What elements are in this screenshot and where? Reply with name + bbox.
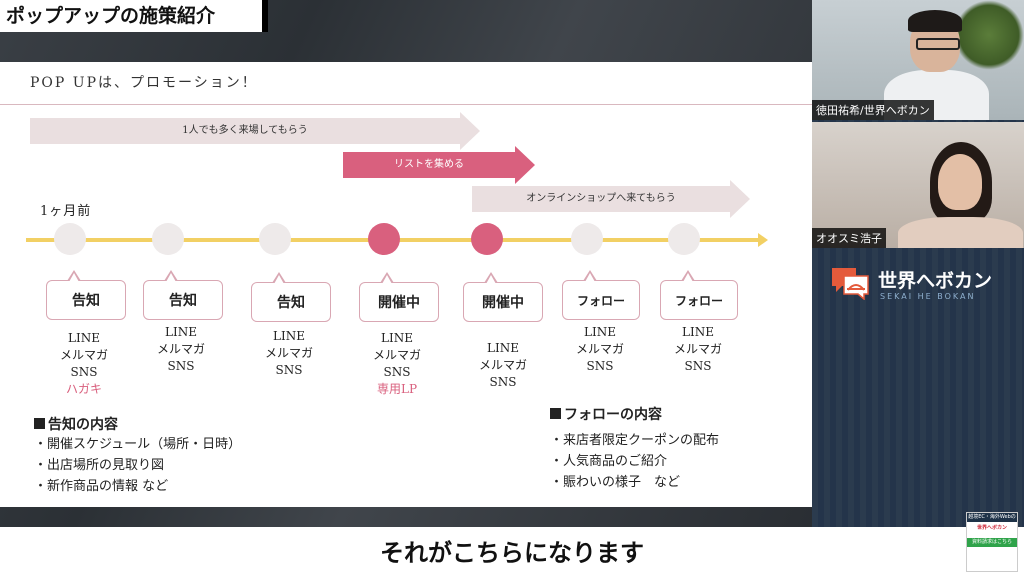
channel-item: SNS xyxy=(383,365,411,379)
channel-item: LINE xyxy=(381,331,413,345)
person-hair xyxy=(908,10,962,32)
promo-badge-brand: 世界へボカン xyxy=(976,525,1007,531)
slide-heading: POP UPは、プロモーション！ xyxy=(30,75,258,91)
month-before-label: 1ヶ月前 xyxy=(40,204,92,219)
channel-item: LINE xyxy=(487,341,519,355)
channel-item: メルマガ xyxy=(575,342,624,356)
stage-channels: LINE メルマガ SNS xyxy=(648,324,748,375)
person-head xyxy=(938,154,982,210)
arrow-label: リストを集める xyxy=(343,152,515,178)
arrow-label: 1人でも多く来場してもらう xyxy=(30,118,460,144)
section-title-text: フォローの内容 xyxy=(564,407,662,423)
stage-channels: LINE メルマガ SNS ハガキ xyxy=(34,330,134,398)
arrow-head-icon xyxy=(730,180,750,218)
channel-item: SNS xyxy=(167,359,195,373)
slide-divider xyxy=(0,104,812,105)
stage-bubble: 告知 xyxy=(251,272,331,322)
brand-logo-block: 世界へボカン SEKAI HE BOKAN xyxy=(830,262,1020,310)
plant-decoration xyxy=(954,0,1024,70)
channel-item: メルマガ xyxy=(59,348,108,362)
stage-bubble: 開催中 xyxy=(359,272,439,322)
list-item: 来店者限定クーポンの配布 xyxy=(550,430,719,451)
arrow-head-icon xyxy=(460,112,480,150)
channel-item: SNS xyxy=(275,363,303,377)
list-item: 賑わいの様子 など xyxy=(550,472,719,493)
presentation-slide: POP UPは、プロモーション！ 1人でも多く来場してもらう リストを集める オ… xyxy=(0,62,812,507)
channel-item: SNS xyxy=(586,359,614,373)
episode-title-banner: ポップアップの施策紹介 xyxy=(0,0,268,32)
webcam-feed-1: 徳田祐希/世界へボカン xyxy=(812,0,1024,120)
caption-bar xyxy=(0,527,1024,572)
promo-badge[interactable]: 越境EC・海外Webの 世界へボカン 資料請求はこちら xyxy=(966,512,1018,572)
timeline-dot xyxy=(152,223,184,255)
speech-bubble-logo-icon xyxy=(832,268,869,300)
stage-channels: LINE メルマガ SNS xyxy=(453,340,553,391)
participant-name: 徳田祐希/世界へボカン xyxy=(812,100,934,120)
webcam-feed-2: オオスミ浩子 xyxy=(812,122,1024,248)
timeline-dot xyxy=(571,223,603,255)
promo-badge-cta: 資料請求はこちら xyxy=(967,538,1017,547)
promo-badge-top: 越境EC・海外Webの xyxy=(967,513,1017,522)
stage-channels: LINE メルマガ SNS xyxy=(131,324,231,375)
participant-name: オオスミ浩子 xyxy=(812,228,886,248)
channel-highlight: ハガキ xyxy=(65,382,102,396)
stage-channels: LINE メルマガ SNS xyxy=(550,324,650,375)
stage-bubble: フォロー xyxy=(562,270,640,320)
follow-section-title: フォローの内容 xyxy=(550,404,662,424)
channel-item: メルマガ xyxy=(673,342,722,356)
arrow-online-shop: オンラインショップへ来てもらう xyxy=(472,180,750,218)
timeline-dot-active xyxy=(368,223,400,255)
brand-name: 世界へボカン xyxy=(878,270,993,292)
channel-item: LINE xyxy=(68,331,100,345)
stage-channels: LINE メルマガ SNS xyxy=(239,328,339,379)
stage-bubble: 告知 xyxy=(46,270,126,320)
section-title-text: 告知の内容 xyxy=(48,417,118,433)
arrow-collect-list: リストを集める xyxy=(343,146,535,184)
timeline-dot xyxy=(259,223,291,255)
channel-item: SNS xyxy=(70,365,98,379)
stage-bubble: フォロー xyxy=(660,270,738,320)
list-item: 人気商品のご紹介 xyxy=(550,451,719,472)
channel-item: LINE xyxy=(165,325,197,339)
channel-item: LINE xyxy=(682,325,714,339)
timeline-arrow-icon xyxy=(758,233,768,247)
caption-text: それがこちらになります xyxy=(380,539,644,567)
video-frame: ポップアップの施策紹介 POP UPは、プロモーション！ 1人でも多く来場しても… xyxy=(0,0,1024,527)
person-body xyxy=(898,217,1023,248)
channel-highlight: 専用LP xyxy=(376,382,418,396)
square-bullet-icon xyxy=(550,408,561,419)
channel-item: メルマガ xyxy=(372,348,421,362)
stage-bubble: 告知 xyxy=(143,270,223,320)
notice-section-title: 告知の内容 xyxy=(34,414,118,434)
channel-item: LINE xyxy=(273,329,305,343)
notice-list: 開催スケジュール（場所・日時） 出店場所の見取り図 新作商品の情報 など xyxy=(34,434,241,497)
channel-item: メルマガ xyxy=(156,342,205,356)
square-bullet-icon xyxy=(34,418,45,429)
channel-item: SNS xyxy=(684,359,712,373)
arrow-attract-visitors: 1人でも多く来場してもらう xyxy=(30,112,480,150)
channel-item: LINE xyxy=(584,325,616,339)
channel-item: メルマガ xyxy=(264,346,313,360)
list-item: 開催スケジュール（場所・日時） xyxy=(34,434,241,455)
timeline-dot xyxy=(668,223,700,255)
list-item: 新作商品の情報 など xyxy=(34,476,241,497)
brand-subtitle: SEKAI HE BOKAN xyxy=(880,292,976,301)
glasses-icon xyxy=(916,38,960,50)
list-item: 出店場所の見取り図 xyxy=(34,455,241,476)
channel-item: SNS xyxy=(489,375,517,389)
arrow-label: オンラインショップへ来てもらう xyxy=(472,186,730,212)
channel-item: メルマガ xyxy=(478,358,527,372)
follow-list: 来店者限定クーポンの配布 人気商品のご紹介 賑わいの様子 など xyxy=(550,430,719,493)
timeline-dot xyxy=(54,223,86,255)
stage-bubble: 開催中 xyxy=(463,272,543,322)
arrow-head-icon xyxy=(515,146,535,184)
timeline-dot-active xyxy=(471,223,503,255)
stage-channels: LINE メルマガ SNS 専用LP xyxy=(347,330,447,398)
